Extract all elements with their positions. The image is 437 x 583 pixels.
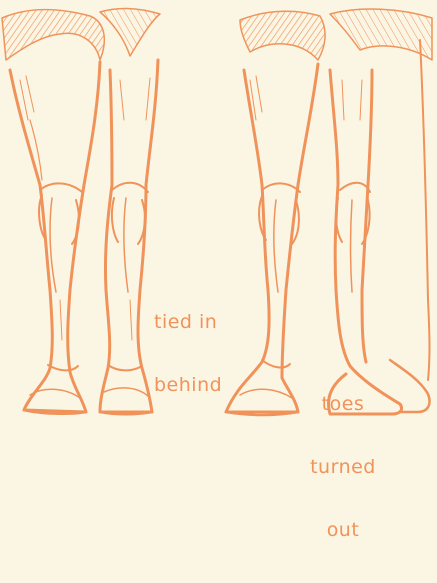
illustration: tied in behind toes turned out [0,0,437,423]
caption-line: behind [154,375,222,396]
caption-line: toes [306,394,380,415]
caption-toes-turned-out: toes turned out [306,352,380,583]
caption-tied-in-behind: tied in behind [154,270,222,438]
caption-line: tied in [154,312,222,333]
left-legs [2,8,160,414]
caption-line: turned [306,457,380,478]
caption-line: out [306,520,380,541]
